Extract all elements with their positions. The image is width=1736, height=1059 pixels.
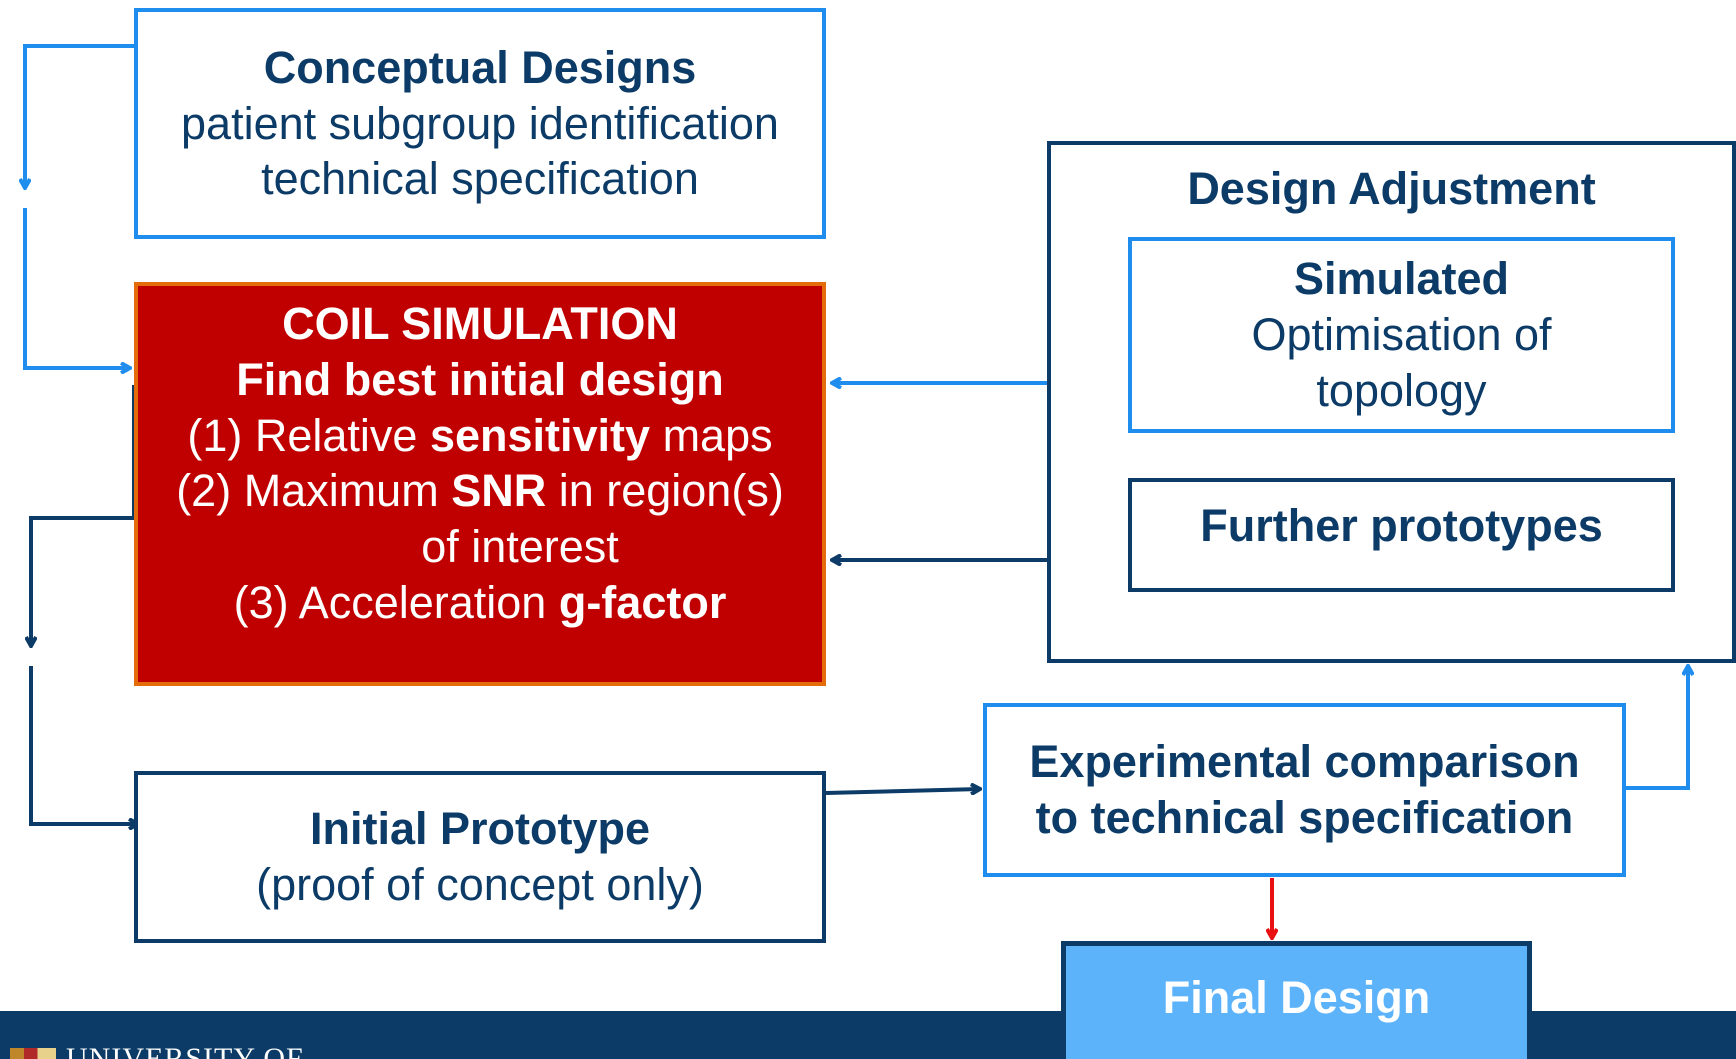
arrow-coil-down (31, 385, 136, 646)
conceptual-designs-title: Conceptual Designs (263, 41, 697, 93)
experimental-comparison-box: Experimental comparison to technical spe… (983, 703, 1626, 877)
coil-criterion-1: (1) Relative sensitivity maps (187, 409, 773, 461)
university-name: UNIVERSITY OF (66, 1042, 304, 1059)
arrow-experimental-to-adjustment (1626, 666, 1688, 790)
initial-prototype-box: Initial Prototype (proof of concept only… (134, 771, 826, 943)
university-crest (10, 1048, 56, 1059)
coil-criterion-2-line2: of interest (421, 521, 619, 573)
arrow-initial-to-experimental (825, 789, 980, 793)
arrow-conceptual-down (25, 44, 134, 188)
design-adjustment-title: Design Adjustment (1187, 163, 1596, 214)
initial-prototype-title: Initial Prototype (309, 803, 651, 855)
simulated-box: Simulated Optimisation of topology (1128, 237, 1675, 433)
simulated-title: Simulated (1293, 253, 1510, 305)
coil-simulation-box: COIL SIMULATION Find best initial design… (134, 282, 826, 686)
simulated-line1: Optimisation of (1251, 309, 1552, 361)
simulated-line2: topology (1316, 364, 1487, 416)
experimental-line2: to technical specification (1035, 792, 1574, 843)
coil-criterion-2: (2) Maximum SNR in region(s) (176, 465, 784, 517)
further-prototypes-box: Further prototypes (1128, 478, 1675, 592)
coil-simulation-title: COIL SIMULATION (282, 298, 678, 349)
conceptual-designs-box: Conceptual Designs patient subgroup iden… (134, 8, 826, 239)
further-prototypes-label: Further prototypes (1200, 500, 1603, 551)
final-design-box: Final Design (1061, 941, 1532, 1059)
coil-criterion-3: (3) Acceleration g-factor (233, 576, 727, 628)
initial-prototype-subtitle: (proof of concept only) (256, 859, 704, 910)
arrow-into-coil (23, 208, 130, 368)
experimental-line1: Experimental comparison (1029, 736, 1580, 788)
coil-simulation-subtitle: Find best initial design (236, 353, 724, 405)
conceptual-designs-line1: patient subgroup identification (181, 97, 779, 149)
conceptual-designs-line2: technical specification (261, 153, 699, 205)
final-design-label: Final Design (1162, 972, 1431, 1023)
arrow-into-initial (29, 666, 138, 824)
